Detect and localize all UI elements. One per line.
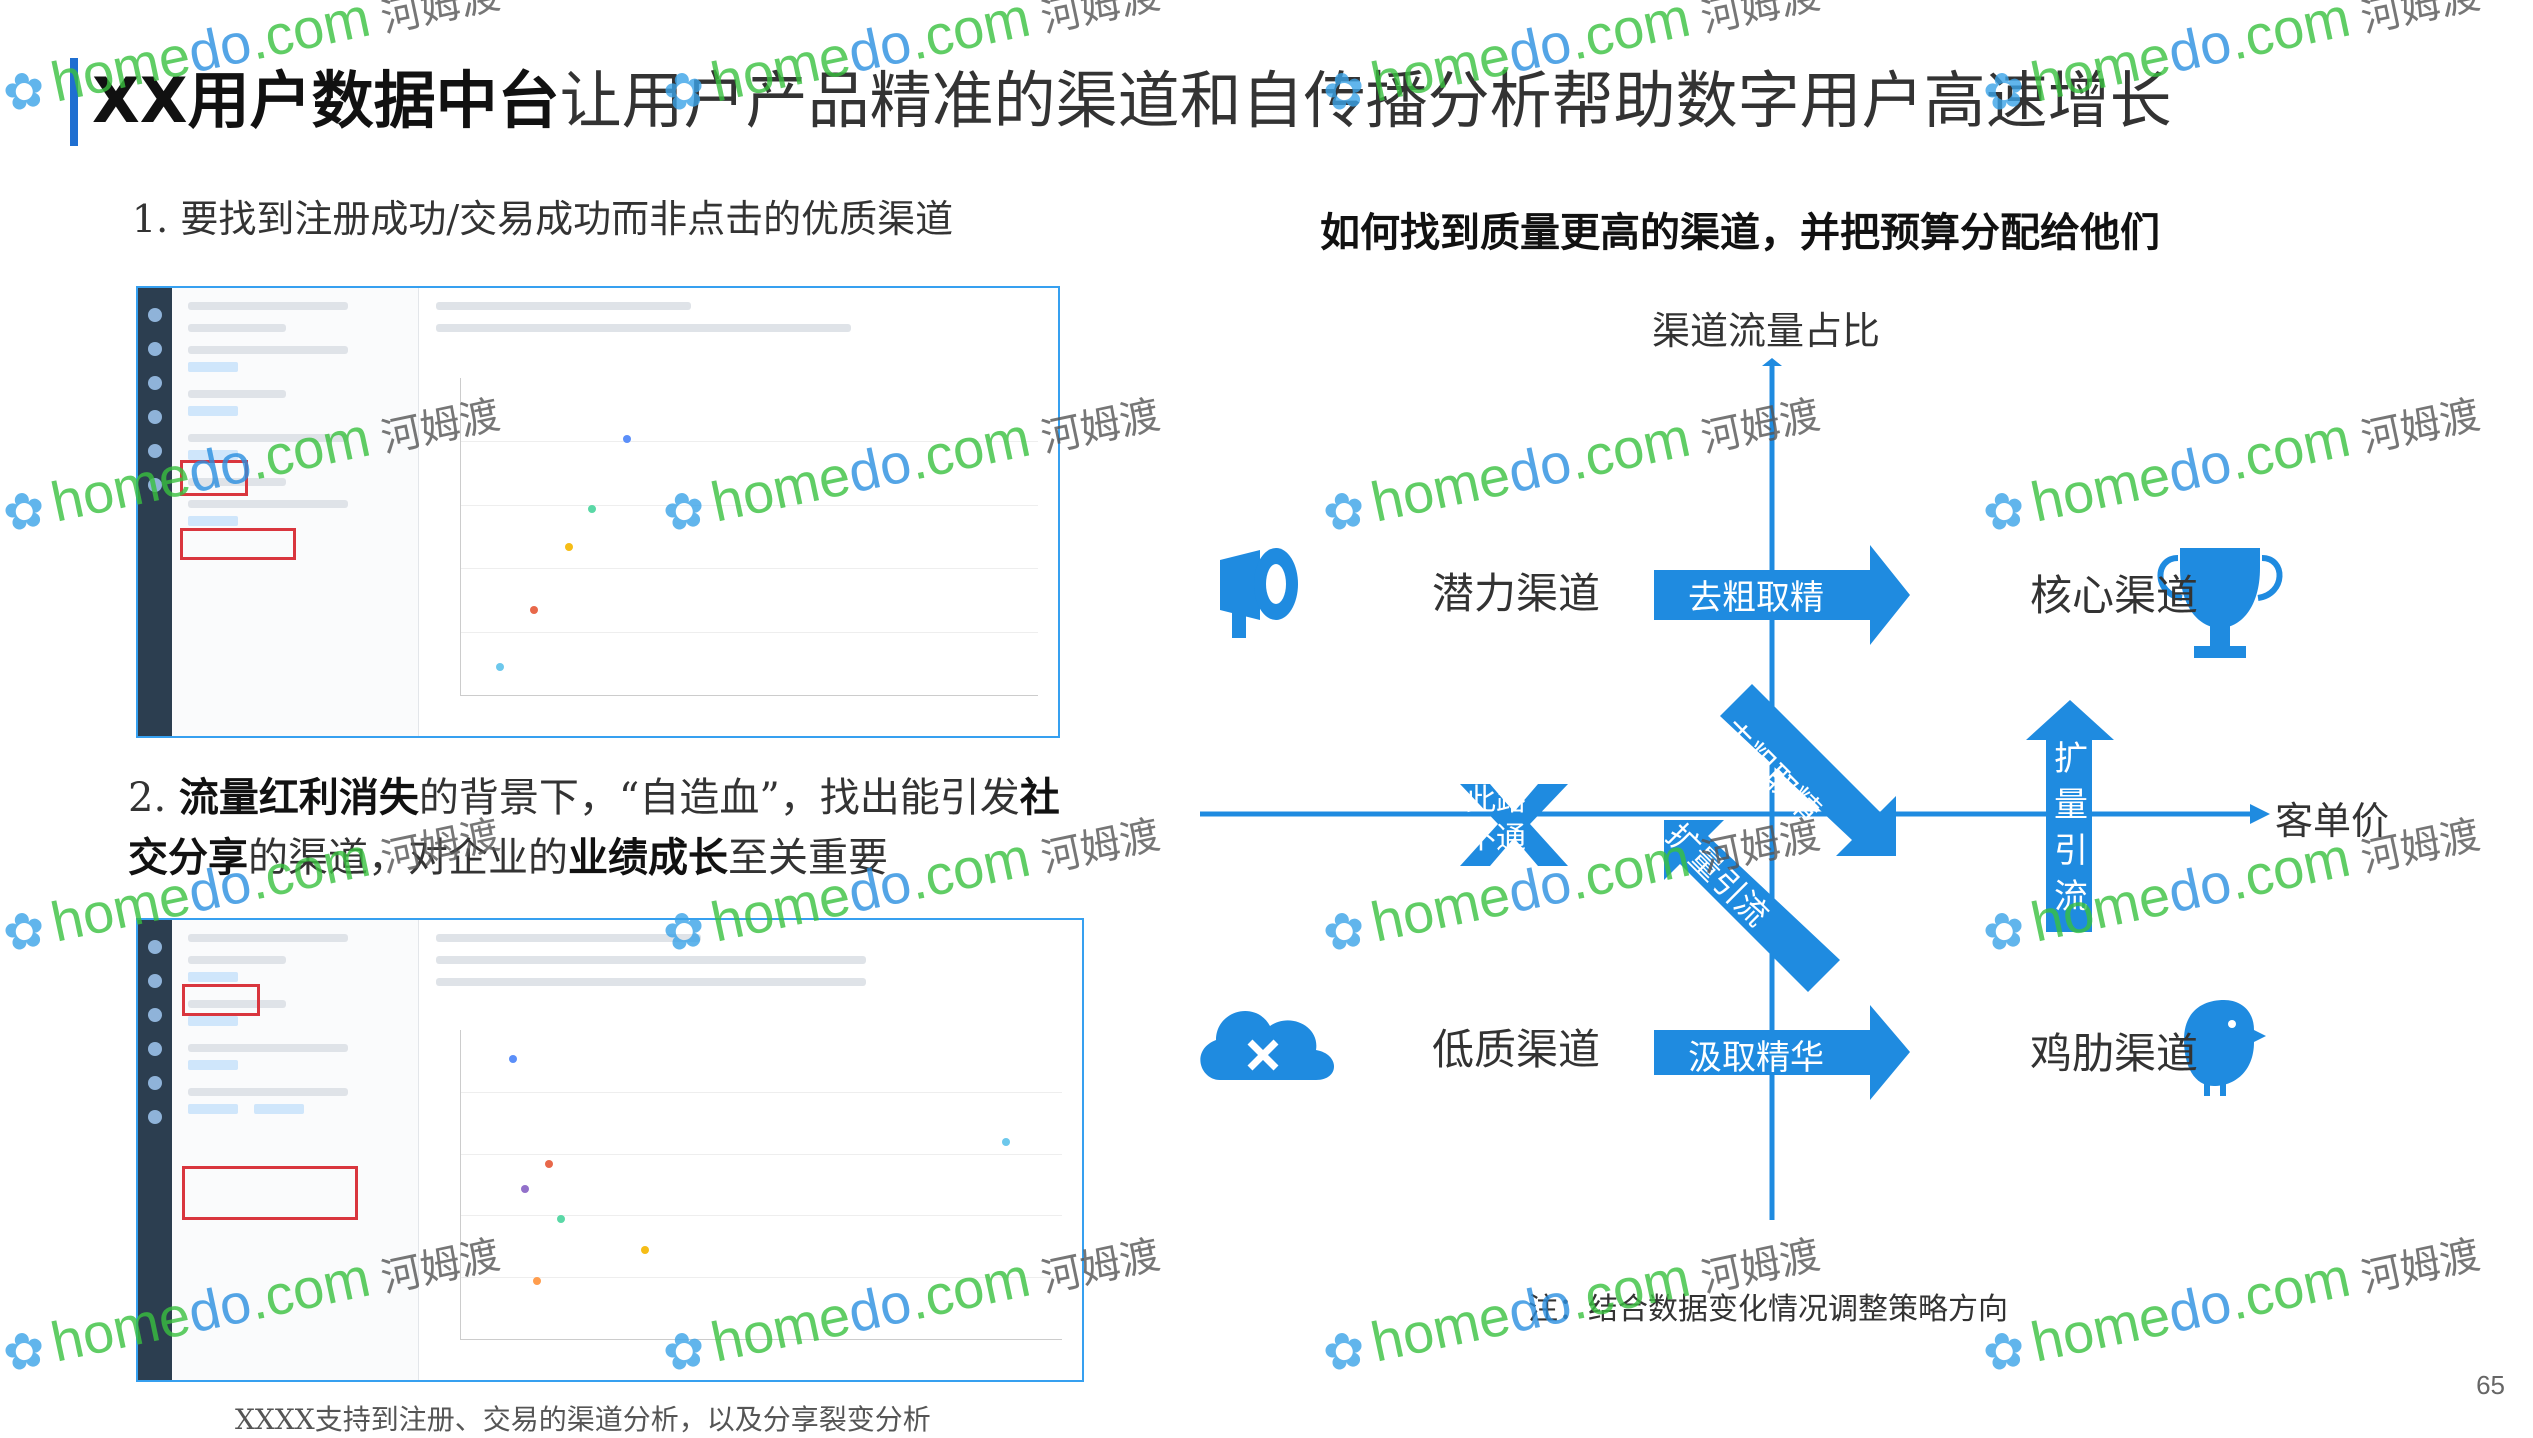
page-title: XX用户数据中台让用户产品精准的渠道和自传播分析帮助数字用户高速增长 xyxy=(92,56,2172,146)
chicken-icon xyxy=(2184,1000,2266,1096)
arrow-top xyxy=(1654,545,1910,645)
highlight-box xyxy=(180,528,296,560)
quadrant-heading: 如何找到质量更高的渠道，并把预算分配给他们 xyxy=(1320,209,2160,256)
point-2-text3: 至关重要 xyxy=(728,835,888,881)
scatter-plot xyxy=(460,378,1038,696)
chicken-rib-channel-label: 鸡肋渠道 xyxy=(2030,1029,2199,1078)
blocked-cross xyxy=(1460,784,1568,866)
vchar: 流 xyxy=(2054,877,2088,917)
quadrant-diagram xyxy=(1200,358,2283,1220)
point-2-em3: 业绩成长 xyxy=(568,834,728,881)
scatter-plot xyxy=(460,1030,1062,1340)
vchar: 引 xyxy=(2054,831,2088,871)
blocked-line: 此路 xyxy=(1466,783,1526,818)
flower-icon: ✿ xyxy=(1977,1318,2031,1385)
highlight-box xyxy=(182,984,260,1016)
app-main xyxy=(420,920,1082,1380)
arrow-diag-down xyxy=(1720,684,1896,856)
point-2-num: 2. xyxy=(128,775,179,821)
flower-icon: ✿ xyxy=(1317,1318,1371,1385)
flower-icon: ✿ xyxy=(0,898,51,965)
cloud-x-icon xyxy=(1200,1011,1334,1080)
app-sidebar xyxy=(172,920,419,1380)
arrow-bottom xyxy=(1654,1005,1910,1100)
point-2: 2. 流量红利消失的背景下，“自造血”，找出能引发社交分享的渠道，对企业的业绩成… xyxy=(128,768,1073,888)
point-2-em1: 流量红利消失 xyxy=(178,774,419,821)
flower-icon: ✿ xyxy=(0,1318,51,1385)
screenshot-channel-analysis xyxy=(136,286,1060,738)
highlight-box xyxy=(182,1166,358,1220)
arrow-top-label: 去粗取精 xyxy=(1688,578,1824,618)
low-quality-channel-label: 低质渠道 xyxy=(1432,1025,1601,1074)
potential-channel-label: 潜力渠道 xyxy=(1432,569,1601,618)
caption: XXXX支持到注册、交易的渠道分析，以及分享裂变分析 xyxy=(235,1403,931,1436)
blocked-label: 此路 不通 xyxy=(1456,782,1536,858)
app-sidebar xyxy=(172,288,419,736)
y-axis-label: 渠道流量占比 xyxy=(1652,309,1881,353)
highlight-box xyxy=(180,460,248,496)
note: 注：结合数据变化情况调整策略方向 xyxy=(1528,1292,2008,1327)
arrow-bottom-label: 汲取精华 xyxy=(1688,1038,1824,1078)
point-1: 1. 要找到注册成功/交易成功而非点击的优质渠道 xyxy=(132,197,954,241)
point-2-em2: 社交分享 xyxy=(128,774,1060,881)
trophy-icon xyxy=(2157,548,2283,658)
title-accent-bar xyxy=(70,58,78,146)
title-rest: 让用户产品精准的渠道和自传播分析帮助数字用户高速增长 xyxy=(559,64,2172,137)
core-channel-label: 核心渠道 xyxy=(2030,571,2199,620)
arrow-diag-up xyxy=(1664,820,1840,992)
point-2-text2: 的渠道，对企业的 xyxy=(248,835,568,881)
megaphone-icon xyxy=(1220,548,1298,638)
title-bold: XX用户数据中台 xyxy=(92,64,560,137)
point-2-text1: 的背景下，“自造血”，找出能引发 xyxy=(418,775,1020,821)
app-main xyxy=(420,288,1058,736)
flower-icon: ✿ xyxy=(0,478,51,545)
vchar: 量 xyxy=(2054,785,2088,825)
arrow-up-vertical-label: 扩 量 引 流 xyxy=(2051,736,2091,920)
blocked-line: 不通 xyxy=(1466,821,1526,856)
page-number: 65 xyxy=(2476,1370,2505,1400)
app-rail xyxy=(138,288,172,736)
vchar: 扩 xyxy=(2054,739,2088,779)
x-axis-label: 客单价 xyxy=(2275,799,2390,843)
flower-icon: ✿ xyxy=(0,58,51,125)
screenshot-share-analysis xyxy=(136,918,1084,1382)
y-axis-arrowhead xyxy=(1762,358,1782,366)
arrow-up-vertical xyxy=(2026,700,2114,932)
app-rail xyxy=(138,920,172,1380)
watermark: ✿homedo.com河姆渡 xyxy=(1977,0,2484,125)
x-axis-arrowhead xyxy=(2250,804,2270,824)
